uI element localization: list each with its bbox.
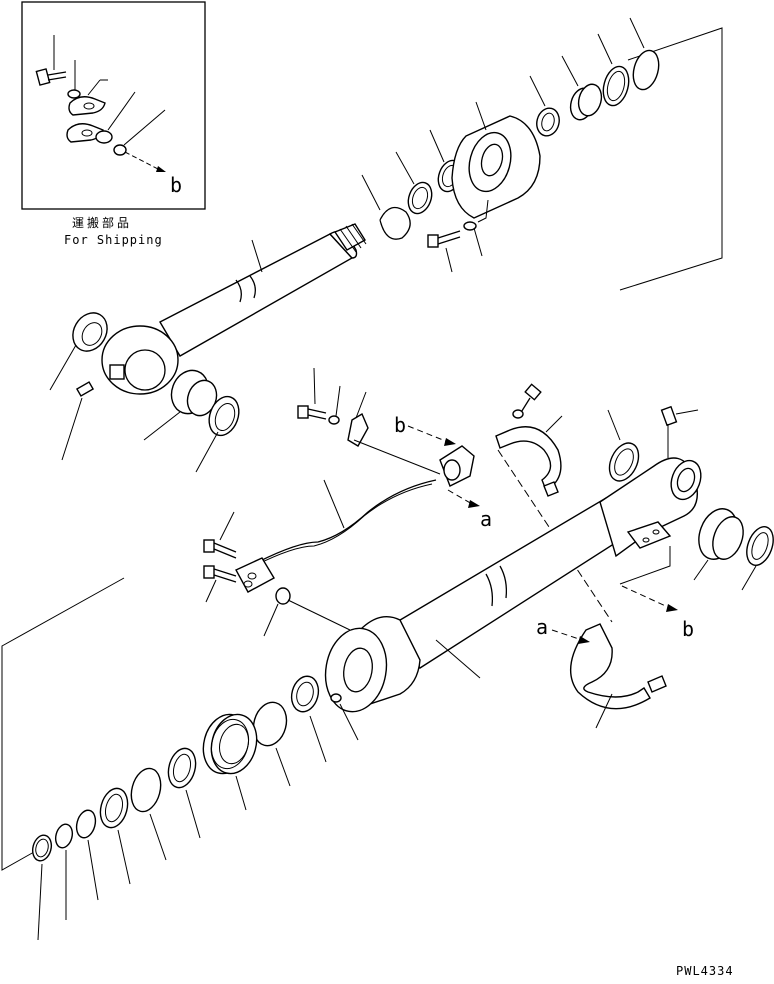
snap-ring [361,174,411,240]
hose-assembly: b a [203,367,667,729]
upper-seal-3 [597,33,630,107]
grease-fitting-bottom [660,405,699,458]
bottom-seal-right [741,526,774,591]
wear-ring-1 [252,701,291,787]
inset-washer [67,60,81,99]
piston-ring-4 [75,809,99,901]
cylinder-head [451,101,541,219]
cylinder-bottom-mount [599,457,702,558]
lower-group-bracket [1,577,125,871]
inset-arrow-b: b [124,151,182,197]
inset-japanese-label: 運搬部品 [72,215,132,230]
cylinder-barrel [324,496,621,713]
dust-seal-left [49,312,108,391]
hose-flange [235,557,275,593]
head-stop-ring [290,675,327,763]
inset-english-label: For Shipping [64,233,163,247]
ref-label-a-upper: a [480,507,492,531]
ref-a-lower: a [536,615,590,644]
buffer-ring [395,151,433,215]
piston-ring-5 [54,823,74,920]
upper-group-bracket [619,27,723,291]
upper-o-ring [629,17,660,91]
ref-a-upper: a [447,489,492,531]
seal-right [195,395,240,473]
bottom-seal-top [607,409,640,482]
drawing-number: PWL4334 [676,964,734,978]
shipping-parts-inset: b 運搬部品 For Shipping [21,1,206,247]
upper-rod-assembly [49,17,723,473]
upper-seal-2 [561,55,603,121]
bottom-bushing [693,508,744,581]
inset-ref-b: b [170,173,182,197]
ref-label-a-lower: a [536,615,548,639]
inset-bolt [35,35,67,86]
flange-bolt-2 [203,565,237,603]
lower-cylinder-assembly: b [1,405,774,941]
ref-label-b-lower: b [682,617,694,641]
hose-fitting [439,445,475,487]
piston-rod [101,223,367,395]
head-bolt [427,199,489,273]
piston-ring-3 [99,787,131,885]
piston-ring-1 [167,747,201,839]
inset-ring [95,91,166,156]
piston-ring-2 [130,767,167,861]
hose-bolt-top [297,367,441,475]
piston-ring-6 [31,834,53,941]
inset-split-flange [66,79,108,143]
clamp-lower [569,623,667,729]
flange-bolt-1 [203,511,237,559]
grease-fitting [61,381,95,461]
flange-o-ring [263,587,351,637]
ref-b-upper: b [394,413,456,446]
small-nut [330,693,359,741]
bushing [143,369,218,441]
ref-b-lower: b [619,546,694,641]
piston [202,713,258,811]
ref-label-b-upper: b [394,413,406,437]
upper-seal-1 [529,75,560,137]
hose [253,479,437,567]
clamp-bolt-top [512,383,542,419]
